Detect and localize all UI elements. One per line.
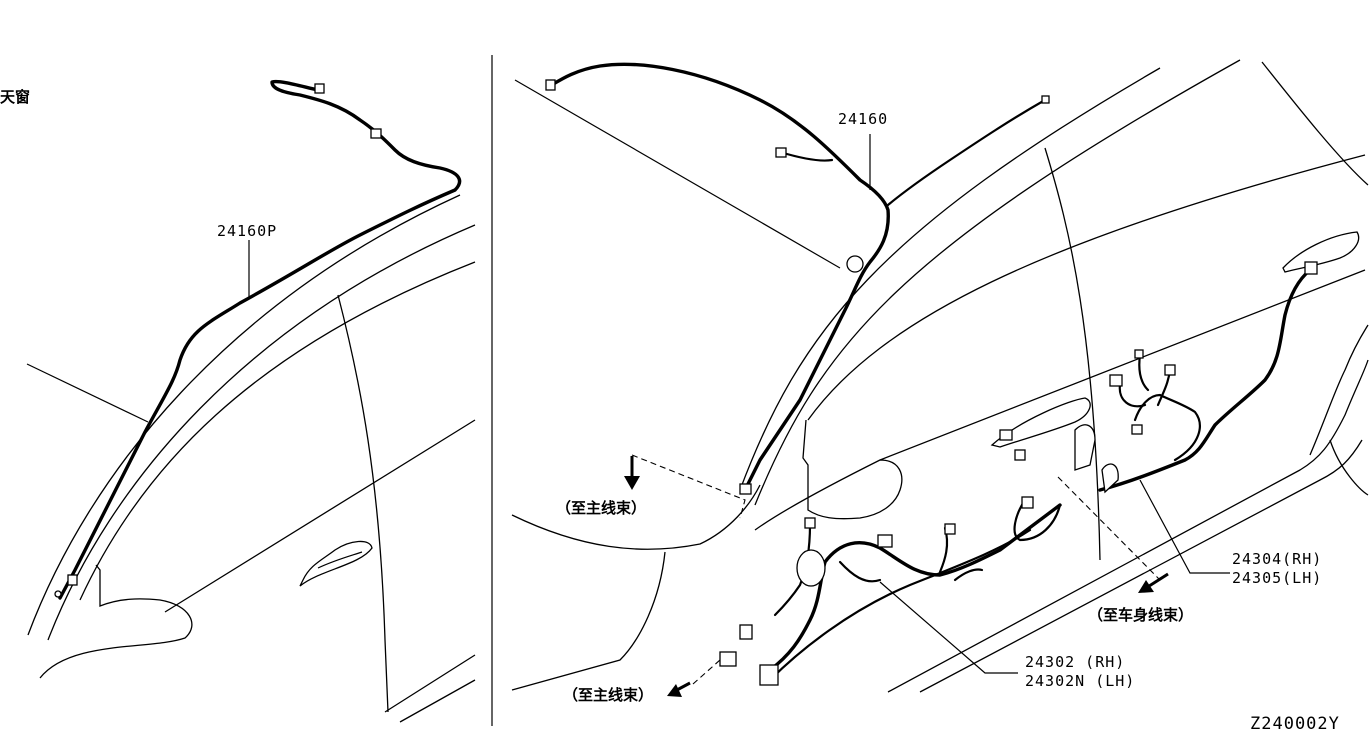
harness-24302 [719, 429, 1062, 686]
arrow-down-left-icon [667, 681, 691, 697]
arrow-down-left-icon [1138, 572, 1169, 593]
connector-icon [1041, 95, 1050, 104]
leader-24304 [1139, 479, 1230, 574]
connector-icon [1164, 364, 1176, 376]
grommet-icon [796, 549, 826, 587]
part-number-24304: 24304(RH) [1232, 550, 1322, 568]
dashed-callout-body [1057, 476, 1161, 581]
connector-icon [545, 79, 556, 91]
part-number-24302: 24302 (RH) [1025, 653, 1125, 671]
grommet-icon [846, 255, 864, 273]
part-number-24160p: 24160P [217, 222, 277, 240]
harness-24160 [545, 62, 1050, 495]
connector-icon [67, 574, 78, 586]
right-panel-car-body [511, 59, 1369, 693]
connector-icon [370, 128, 382, 139]
connector-icon [1074, 424, 1096, 471]
arrow-down-icon [624, 456, 640, 490]
to-body-harness-label: （至车身线束） [1088, 606, 1193, 624]
sunroof-label: 天窗 [0, 88, 30, 106]
connector-icon [1014, 449, 1026, 461]
connector-icon [314, 83, 325, 94]
connector-icon [1101, 463, 1119, 494]
dashed-callout-main-1 [631, 454, 746, 519]
connector-icon [739, 483, 752, 495]
connector-icon [739, 624, 753, 640]
left-panel-car-body [26, 194, 476, 723]
connector-icon [719, 651, 737, 667]
connector-icon [999, 429, 1013, 441]
connector-icon [1021, 496, 1034, 509]
clip-icon [54, 590, 62, 598]
to-main-harness-label-2: （至主线束） [563, 686, 653, 704]
part-number-24302n: 24302N (LH) [1025, 672, 1135, 690]
connector-icon [1109, 374, 1123, 387]
harness-24304 [1074, 261, 1318, 494]
connector-icon [775, 147, 787, 158]
connector-icon [804, 517, 816, 529]
connector-icon [877, 534, 893, 548]
connector-icon [759, 664, 779, 686]
connector-icon [944, 523, 956, 535]
to-main-harness-label-1: （至主线束） [556, 499, 646, 517]
connector-icon [1134, 349, 1144, 359]
harness-24160p [54, 79, 462, 600]
part-number-24160: 24160 [838, 110, 888, 128]
connector-icon [1131, 424, 1143, 435]
part-number-24305: 24305(LH) [1232, 569, 1322, 587]
diagram-code: Z240002Y [1250, 714, 1340, 734]
connector-icon [1304, 261, 1318, 275]
dashed-callout-main-2 [692, 659, 721, 685]
leader-24302 [879, 581, 1018, 674]
